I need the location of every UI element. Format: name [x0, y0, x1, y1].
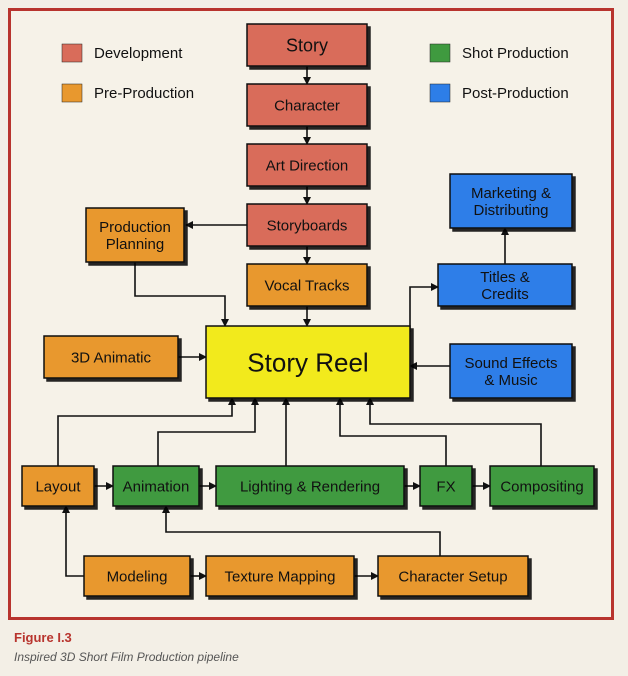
node-layout: Layout: [21, 465, 95, 507]
node-box: [85, 207, 185, 263]
node-box: [83, 555, 191, 597]
node-vocal-tracks: Vocal Tracks: [246, 263, 368, 307]
legend-swatch: [429, 83, 451, 103]
edge-fx-to-story_reel: [336, 397, 447, 466]
node-modeling: Modeling: [83, 555, 191, 597]
node-texture-mapping: Texture Mapping: [205, 555, 355, 597]
node-label: Lighting & Rendering: [240, 478, 380, 495]
node-box: [246, 23, 368, 67]
node-story: Story: [246, 23, 368, 67]
node-animatic-3d: 3D Animatic: [43, 335, 179, 379]
node-label: Story Reel: [247, 347, 368, 377]
edge-production_planning-to-story_reel: [134, 262, 229, 327]
legend-item-post-production: Post-Production: [429, 83, 569, 103]
legend-label: Shot Production: [462, 45, 569, 62]
figure-title: Figure I.3: [14, 630, 72, 645]
node-box: [21, 465, 95, 507]
node-titles-credits: Titles &Credits: [437, 263, 573, 307]
node-animation: Animation: [112, 465, 200, 507]
legend-item-shot-production: Shot Production: [429, 43, 569, 63]
node-box: [205, 325, 411, 399]
edge-animation-to-story_reel: [157, 397, 259, 466]
node-label: Marketing &Distributing: [471, 185, 551, 219]
node-character-setup: Character Setup: [377, 555, 529, 597]
node-label: Layout: [35, 478, 81, 495]
node-label: Character Setup: [398, 568, 507, 585]
node-box: [449, 343, 573, 399]
figure-subtitle: Inspired 3D Short Film Production pipeli…: [14, 650, 239, 664]
node-box: [112, 465, 200, 507]
node-label: Modeling: [107, 568, 168, 585]
legend-swatch: [61, 83, 83, 103]
node-box: [449, 173, 573, 229]
node-marketing: Marketing &Distributing: [449, 173, 573, 229]
node-sound-effects: Sound Effects& Music: [449, 343, 573, 399]
legend-label: Post-Production: [462, 85, 569, 102]
node-storyboards: Storyboards: [246, 203, 368, 247]
node-label: Art Direction: [266, 157, 349, 174]
node-box: [246, 203, 368, 247]
node-box: [437, 263, 573, 307]
node-box: [205, 555, 355, 597]
node-label: Storyboards: [267, 217, 348, 234]
node-label: Character: [274, 97, 340, 114]
node-compositing: Compositing: [489, 465, 595, 507]
node-art-direction: Art Direction: [246, 143, 368, 187]
node-lighting-rendering: Lighting & Rendering: [215, 465, 405, 507]
node-label: Titles &Credits: [480, 269, 529, 303]
node-box: [246, 143, 368, 187]
node-box: [489, 465, 595, 507]
node-label: Vocal Tracks: [264, 277, 349, 294]
edge-story_reel-to-titles_credits: [409, 283, 439, 332]
node-fx: FX: [419, 465, 473, 507]
node-box: [43, 335, 179, 379]
node-box: [419, 465, 473, 507]
legend-item-development: Development: [61, 43, 183, 63]
edge-modeling-to-layout: [62, 505, 84, 577]
legend-label: Development: [94, 45, 183, 62]
node-box: [246, 263, 368, 307]
node-story-reel: Story Reel: [205, 325, 411, 399]
legend-swatch: [429, 43, 451, 63]
edge-compositing-to-story_reel: [366, 397, 542, 466]
node-box: [246, 83, 368, 127]
legend-label: Pre-Production: [94, 85, 194, 102]
node-label: Animation: [123, 478, 190, 495]
node-label: Sound Effects& Music: [464, 355, 557, 389]
node-box: [377, 555, 529, 597]
legend-swatch: [61, 43, 83, 63]
edge-character_setup-to-animation: [162, 505, 441, 556]
node-label: Compositing: [500, 478, 583, 495]
node-character: Character: [246, 83, 368, 127]
node-box: [215, 465, 405, 507]
edge-layout-to-story_reel: [57, 397, 236, 466]
legend-item-pre-production: Pre-Production: [61, 83, 194, 103]
node-label: 3D Animatic: [71, 349, 152, 366]
node-label: Story: [286, 35, 328, 55]
node-label: FX: [436, 478, 455, 495]
node-label: Texture Mapping: [225, 568, 336, 585]
